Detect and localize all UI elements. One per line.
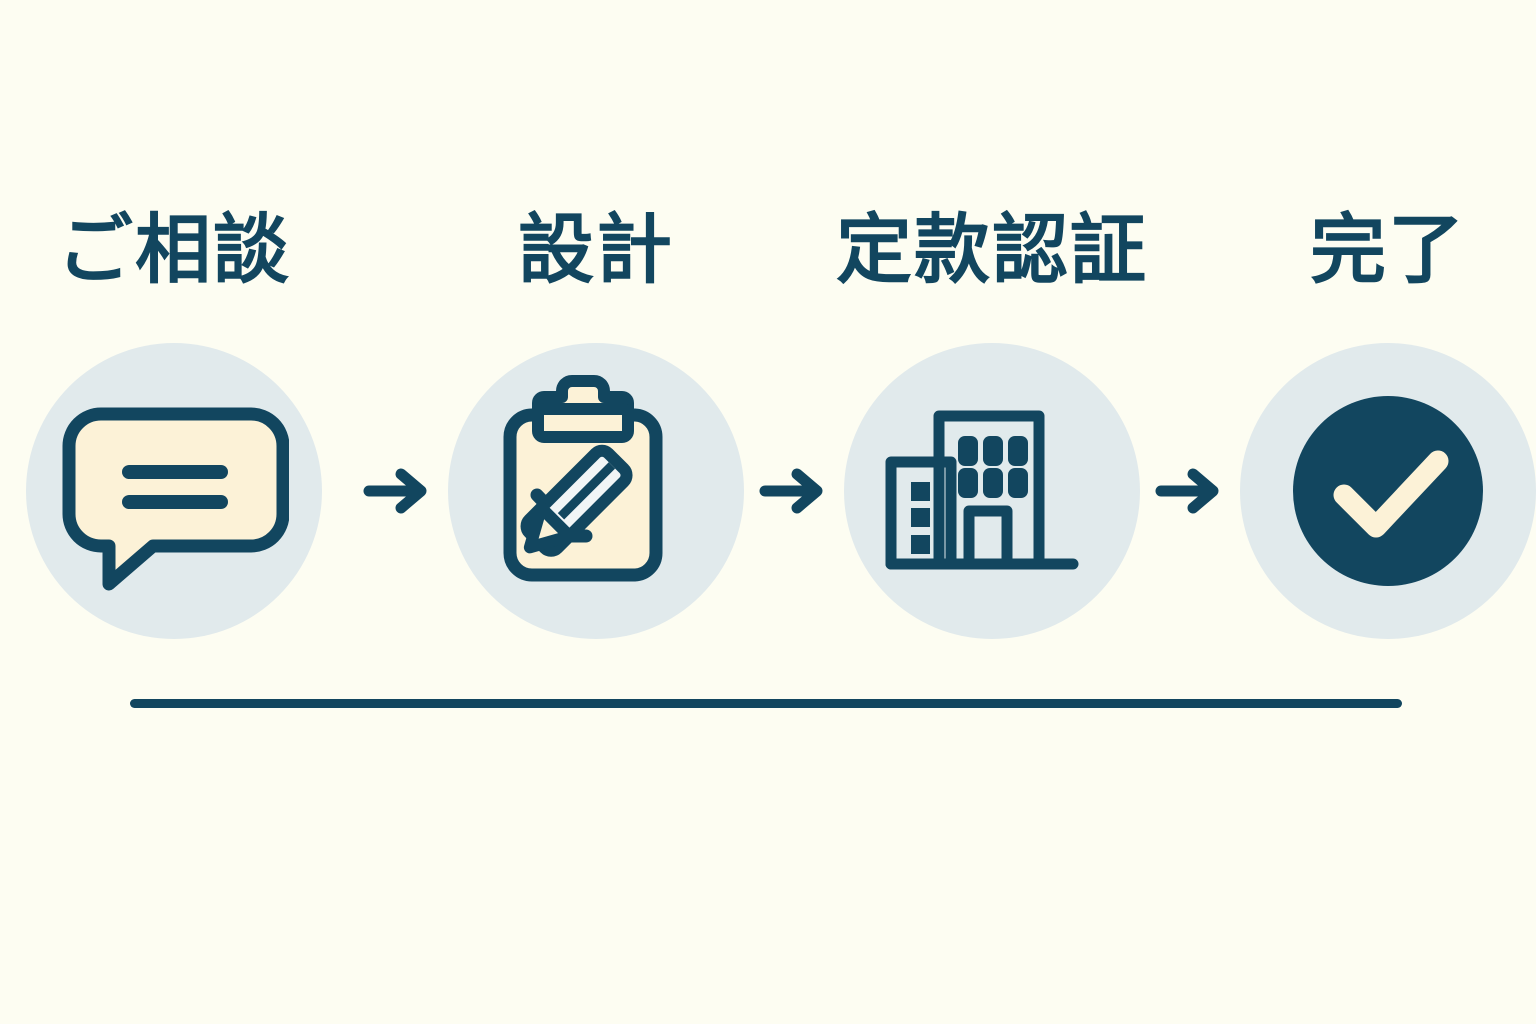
step-icon-circle-certification: [844, 343, 1140, 639]
step-label-consultation: ご相談: [57, 205, 291, 294]
flow-connector-2: [744, 343, 844, 639]
flow-step-design[interactable]: 設計: [448, 195, 744, 639]
flow-connector-1: [348, 343, 448, 639]
step-label-complete: 完了: [1310, 205, 1466, 294]
bottom-rule: [130, 699, 1402, 708]
office-building-icon: [885, 410, 1079, 570]
step-icon-circle-complete: [1240, 343, 1536, 639]
flow-connector-3: [1140, 343, 1240, 639]
check-circle-icon: [1293, 396, 1483, 586]
arrow-right-icon: [1155, 468, 1219, 514]
flow-step-complete[interactable]: 完了: [1240, 195, 1536, 639]
step-label-certification: 定款認証: [836, 205, 1148, 294]
step-icon-circle-design: [448, 343, 744, 639]
flow-step-consultation[interactable]: ご相談: [0, 195, 348, 639]
clipboard-pencil-icon: [503, 375, 663, 582]
arrow-right-icon: [759, 468, 823, 514]
step-icon-circle-consultation: [26, 343, 322, 639]
step-label-design: 設計: [518, 205, 674, 294]
flow-step-certification[interactable]: 定款認証: [836, 195, 1146, 639]
speech-bubble-icon: [62, 407, 289, 591]
process-flow: ご相談 設計: [0, 195, 1536, 665]
arrow-right-icon: [363, 468, 427, 514]
